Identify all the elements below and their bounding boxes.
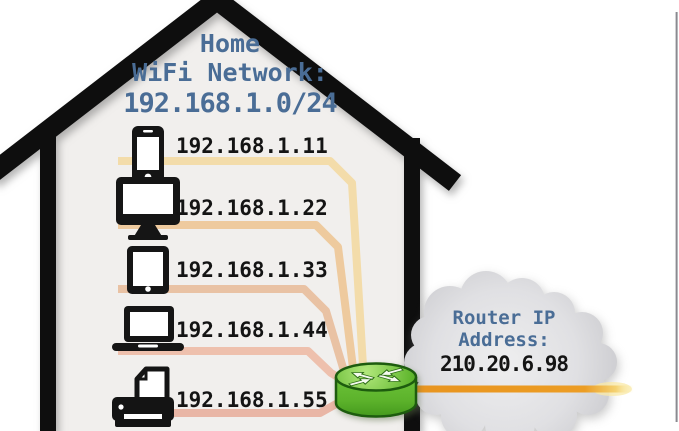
device-ip-laptop: 192.168.1.44 xyxy=(176,318,328,342)
connection-line-smartphone xyxy=(118,157,367,367)
network-subnet: 192.168.1.0/24 xyxy=(123,87,338,119)
device-ip-printer: 192.168.1.55 xyxy=(176,388,328,412)
router-public-ip: 210.20.6.98 xyxy=(439,351,569,376)
network-title-line1: Home xyxy=(199,29,261,58)
smartphone-icon xyxy=(132,126,164,184)
image-edge-line xyxy=(675,12,678,422)
router-icon xyxy=(334,362,418,418)
device-ip-tablet: 192.168.1.33 xyxy=(176,258,328,282)
network-title: Home WiFi Network: 192.168.1.0/24 xyxy=(55,29,405,119)
connection-line-tablet xyxy=(118,285,348,373)
tablet-icon xyxy=(127,246,169,294)
house-roof xyxy=(0,0,462,191)
house-left-wall xyxy=(40,128,56,431)
router-ip-label-line2: Address: xyxy=(458,328,550,351)
device-ip-desktop: 192.168.1.22 xyxy=(176,196,328,220)
printer-icon xyxy=(112,366,174,427)
connection-line-desktop xyxy=(118,221,357,369)
desktop-monitor-icon xyxy=(116,177,180,240)
network-title-line2: WiFi Network: xyxy=(132,57,328,87)
router-ip-label-line1: Router IP xyxy=(452,307,556,329)
router-ip-block: Router IP Address: 210.20.6.98 xyxy=(415,307,593,376)
laptop-icon xyxy=(112,306,184,351)
device-ip-smartphone: 192.168.1.11 xyxy=(176,134,328,158)
